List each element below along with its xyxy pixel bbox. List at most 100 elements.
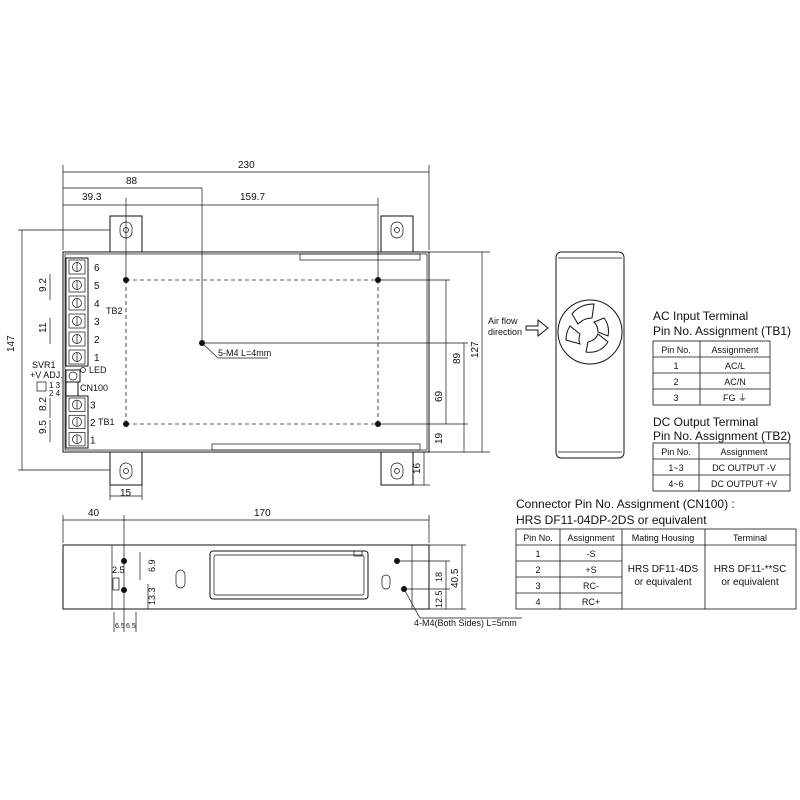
dim-12-5: 12.5: [434, 590, 444, 608]
dim-19: 19: [434, 432, 445, 444]
terminal-cell: [68, 349, 86, 365]
dim-13-3: 13.3: [147, 587, 157, 605]
dim-2-5: 2.5: [112, 565, 125, 575]
connector-subtitle: HRS DF11-04DP-2DS or equivalent: [516, 513, 707, 527]
chassis-outline-side: [62, 544, 430, 610]
airflow-line2: direction: [488, 327, 522, 337]
cn-cell-assignment: +S: [585, 565, 596, 575]
ac-cell-pin: 2: [673, 377, 678, 387]
dc-cell-pin: 4~6: [668, 479, 683, 489]
side-view: 40 170 2.5 6.9 13.3 6.5 6.5 18 12.5 40.5…: [62, 508, 522, 632]
dim-69: 69: [434, 390, 445, 402]
dim-16: 16: [412, 462, 423, 474]
fan-grille: [557, 299, 623, 365]
ac-header-pin: Pin No.: [661, 345, 691, 355]
dc-header-pin: Pin No.: [661, 447, 691, 457]
dim-6-5-a: 6.5: [115, 623, 125, 630]
cn-header: Mating Housing: [632, 533, 695, 543]
dim-88: 88: [126, 176, 138, 187]
terminal-screw: [72, 262, 82, 272]
dim-89: 89: [452, 352, 463, 364]
connector-title: Connector Pin No. Assignment (CN100) :: [516, 497, 735, 511]
dim-11: 11: [38, 322, 49, 333]
dim-9-2: 9.2: [38, 278, 49, 292]
terminal-cell: [68, 432, 86, 447]
dim-15: 15: [120, 488, 132, 499]
side-screw-note: 4-M4(Both Sides) L=5mm: [414, 618, 517, 628]
terminal-cell: [68, 259, 86, 275]
terminal-pin-label: 3: [94, 317, 100, 328]
airflow-line1: Air flow: [488, 316, 518, 326]
terminal-cell: [68, 313, 86, 329]
end-view: Air flow direction: [488, 251, 625, 459]
ac-input-subtitle: Pin No. Assignment (TB1): [653, 324, 791, 338]
terminal-cell: [68, 397, 86, 412]
dim-6-9: 6.9: [147, 559, 157, 572]
terminal-line1: HRS DF11-**SC: [714, 564, 787, 575]
cn-header: Pin No.: [523, 533, 553, 543]
cn-header: Terminal: [733, 533, 767, 543]
mounting-tab: [380, 451, 414, 486]
terminal-block-tb2: [65, 257, 89, 367]
terminal-screw: [72, 298, 82, 308]
terminal-pin-label: 6: [94, 263, 100, 274]
terminal-pin-label: 1: [94, 353, 100, 364]
ac-cell-pin: 1: [673, 361, 678, 371]
terminal-block-tb1: [65, 395, 89, 449]
svr1-label: SVR1: [32, 360, 56, 370]
terminal-pin-label: 1: [90, 435, 96, 446]
dim-159-7: 159.7: [240, 192, 265, 203]
cn-cell-assignment: RC+: [582, 597, 600, 607]
led-indicator: [80, 367, 86, 373]
terminal-screw: [72, 417, 82, 427]
ac-cell-assignment: AC/L: [725, 361, 745, 371]
dim-18: 18: [434, 572, 444, 582]
screw-hole: [123, 421, 129, 427]
dim-127: 127: [470, 341, 481, 358]
terminal-line2: or equivalent: [721, 577, 778, 588]
cn100-label: CN100: [80, 383, 108, 393]
dim-170: 170: [254, 508, 271, 519]
dim-230: 230: [238, 160, 255, 171]
adj-label: +V ADJ.: [30, 370, 63, 380]
cn-cell-assignment: RC-: [583, 581, 599, 591]
side-window: [209, 550, 369, 600]
dim-9-5: 9.5: [38, 420, 49, 434]
dim-6-5-b: 6.5: [126, 623, 136, 630]
led-label: LED: [89, 365, 107, 375]
terminal-cell: [68, 331, 86, 347]
ac-header-assignment: Assignment: [711, 345, 759, 355]
housing-line2: or equivalent: [634, 577, 691, 588]
dc-output-table: DC Output Terminal Pin No. Assignment (T…: [652, 415, 791, 492]
connector-table: Connector Pin No. Assignment (CN100) : H…: [515, 497, 797, 610]
dc-header-assignment: Assignment: [720, 447, 768, 457]
chassis-outline-top: [62, 251, 430, 453]
airflow-arrow: [525, 318, 549, 338]
terminal-pin-label: 3: [90, 401, 96, 412]
terminal-cell: [68, 277, 86, 293]
top-screw-note: 5-M4 L=4mm: [218, 348, 271, 358]
cn100-pins-bottom: 2 4: [49, 389, 61, 398]
dc-cell-pin: 1~3: [668, 463, 683, 473]
terminal-screw: [72, 434, 82, 445]
ac-cell-assignment: AC/N: [724, 377, 746, 387]
ac-cell-assignment: FG ⏚: [723, 393, 747, 403]
cn-cell-pin: 1: [535, 549, 540, 559]
ac-input-table: AC Input Terminal Pin No. Assignment (TB…: [652, 309, 791, 406]
tb1-label: TB1: [98, 417, 115, 427]
cn-cell-assignment: -S: [587, 549, 596, 559]
cn-cell-pin: 2: [535, 565, 540, 575]
ac-input-title: AC Input Terminal: [653, 309, 748, 323]
dim-8-2: 8.2: [38, 397, 49, 411]
dim-40-5: 40.5: [450, 568, 461, 588]
terminal-cell: [68, 414, 86, 429]
housing-line1: HRS DF11-4DS: [628, 564, 699, 575]
cn-cell-pin: 4: [535, 597, 540, 607]
tb2-label: TB2: [106, 306, 123, 316]
cn-cell-pin: 3: [535, 581, 540, 591]
ac-cell-pin: 3: [673, 393, 678, 403]
dim-40: 40: [88, 508, 100, 519]
mounting-tab: [109, 451, 143, 486]
terminal-screw: [72, 352, 82, 362]
